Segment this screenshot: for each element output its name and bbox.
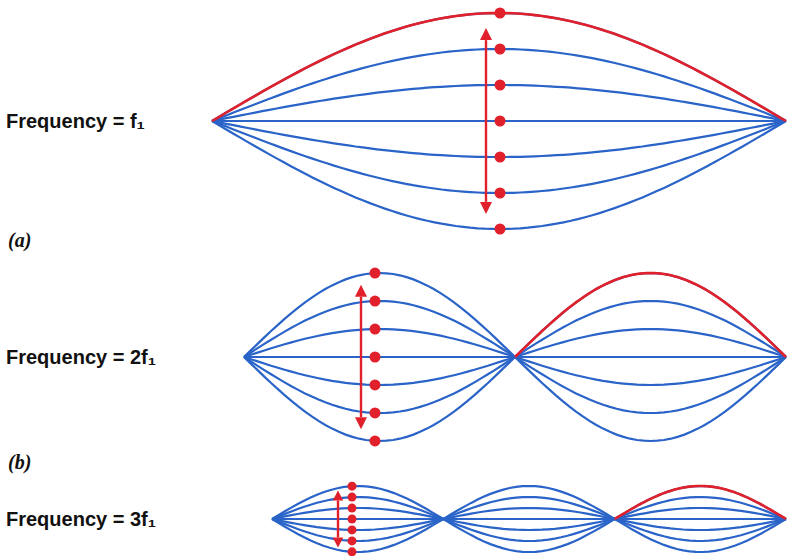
panel-tag: (b) [8, 450, 31, 474]
point-position-dot [348, 547, 357, 556]
point-position-dot [495, 116, 506, 127]
highlighted-string [212, 13, 786, 121]
point-position-dot [348, 536, 357, 545]
arrow-head [480, 202, 492, 214]
point-position-dot [348, 525, 357, 534]
point-position-dot [348, 493, 357, 502]
string-position [244, 273, 786, 441]
frequency-label: Frequency = 2f₁ [6, 345, 156, 369]
arrow-head [480, 28, 492, 40]
amplitude-arrow [360, 297, 362, 417]
point-position-dot [495, 223, 506, 234]
string-position [212, 13, 786, 121]
string-position [272, 497, 786, 541]
point-position-dot [370, 407, 381, 418]
point-position-dot [370, 324, 381, 335]
arrow-head [333, 491, 344, 501]
point-position-dot [370, 352, 381, 363]
string-position [272, 497, 786, 541]
point-position-dot [348, 504, 357, 513]
point-position-dot [495, 8, 506, 19]
point-position-dot [370, 435, 381, 446]
string-position [272, 486, 786, 552]
point-position-dot [495, 44, 506, 55]
string-position [212, 121, 786, 229]
frequency-label: Frequency = 3f₁ [6, 507, 156, 531]
string-position [272, 486, 786, 552]
highlighted-string [615, 486, 786, 519]
point-position-dot [495, 151, 506, 162]
point-position-dot [495, 80, 506, 91]
string-position [212, 121, 786, 193]
point-position-dot [370, 296, 381, 307]
frequency-label: Frequency = f₁ [6, 109, 145, 133]
arrow-head [333, 537, 344, 547]
point-position-dot [370, 268, 381, 279]
point-position-dot [348, 482, 357, 491]
point-position-dot [370, 379, 381, 390]
string-position [244, 273, 786, 441]
amplitude-arrow [337, 501, 339, 538]
arrow-head [355, 285, 367, 297]
panel-tag: (a) [8, 228, 31, 252]
amplitude-arrow [485, 40, 487, 202]
string-position [212, 49, 786, 121]
point-position-dot [495, 187, 506, 198]
arrow-head [355, 417, 367, 429]
point-position-dot [348, 515, 357, 524]
highlighted-string [515, 273, 786, 357]
